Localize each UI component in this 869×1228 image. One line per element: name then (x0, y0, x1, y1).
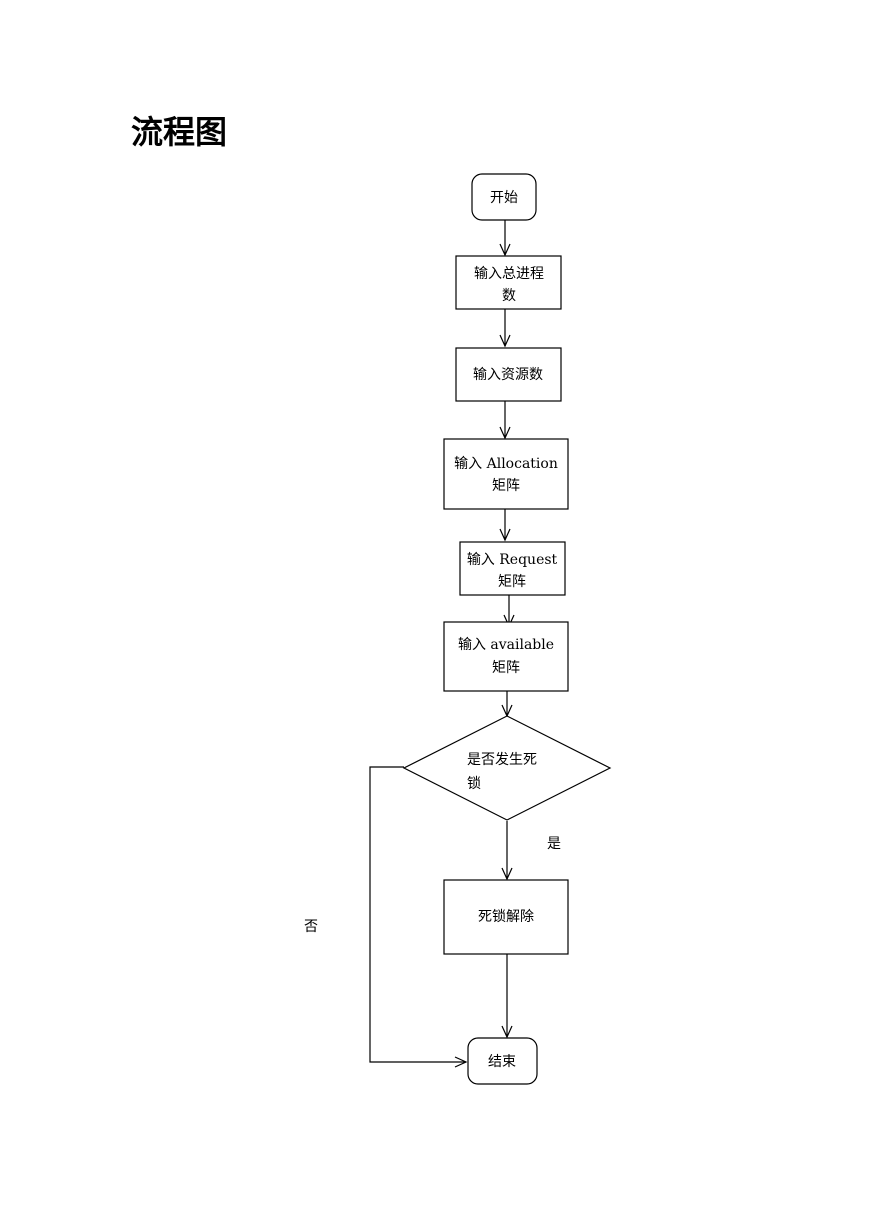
node-end: 结束 (467, 1037, 538, 1085)
node-deadlock-check-line1: 是否发生死 (467, 752, 537, 768)
node-input-process-count-line2: 数 (502, 288, 516, 304)
node-input-request-line1: 输入 Request (467, 552, 558, 568)
node-input-allocation-line1: 输入 Allocation (454, 456, 558, 472)
node-input-allocation-line2: 矩阵 (492, 478, 520, 494)
node-deadlock-resolve: 死锁解除 (443, 879, 569, 955)
node-input-allocation: 输入 Allocation 矩阵 (443, 438, 569, 510)
node-deadlock-check-line2: 锁 (467, 776, 481, 792)
node-input-process-count: 输入总进程 数 (455, 255, 562, 310)
node-start: 开始 (471, 173, 537, 221)
node-input-available-line2: 矩阵 (492, 660, 520, 676)
node-input-resource-count: 输入资源数 (455, 347, 562, 402)
node-input-request-line2: 矩阵 (498, 574, 526, 590)
edge-deadlock-check-no-to-end (369, 766, 468, 1068)
node-end-label: 结束 (488, 1054, 516, 1070)
node-input-request: 输入 Request 矩阵 (459, 541, 566, 596)
edge-label-no: 否 (304, 919, 318, 935)
node-input-resource-count-label: 输入资源数 (473, 367, 543, 383)
edges (369, 220, 515, 1068)
edge-label-yes: 是 (547, 836, 561, 852)
node-deadlock-resolve-label: 死锁解除 (478, 909, 534, 925)
nodes: 开始 输入总进程 数 输入资源数 输入 Allocation 矩阵 输入 Req… (402, 173, 612, 1085)
node-deadlock-check: 是否发生死 锁 (402, 715, 612, 821)
node-start-label: 开始 (490, 190, 518, 206)
node-input-available-line1: 输入 available (458, 637, 554, 653)
node-input-process-count-line1: 输入总进程 (474, 266, 544, 282)
node-input-available: 输入 available 矩阵 (443, 621, 569, 692)
page-title: 流程图 (131, 113, 228, 151)
